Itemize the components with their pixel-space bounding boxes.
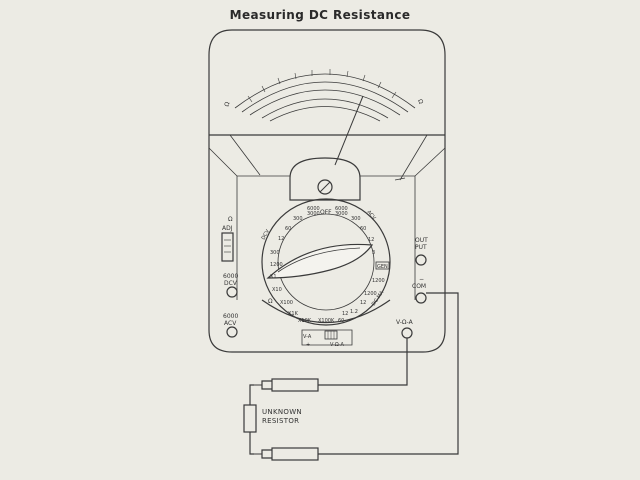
output-bottom-label: PUT — [415, 244, 427, 251]
dial-label-3000: 3000 — [307, 211, 320, 217]
jack-output[interactable] — [415, 254, 427, 266]
dial-outer-ring — [261, 198, 391, 326]
jack-6000-dcv[interactable] — [226, 286, 238, 298]
resistor-wire — [249, 384, 254, 455]
dial-label-x100: X100 — [280, 300, 293, 306]
dial-label-x1: X1 — [270, 274, 277, 280]
jack-dcv-value: 6000 — [223, 273, 238, 280]
dial-label-6000: 6000 — [307, 206, 320, 212]
dial-label-m: 300 — [270, 250, 280, 256]
meter-body — [208, 29, 446, 353]
dial-off: OFF — [320, 209, 332, 216]
com-label: COM — [412, 283, 426, 290]
dial-inner-ring — [277, 213, 375, 311]
vohm-a-label: V-Ω-A — [396, 319, 414, 326]
zero-adjust-screw[interactable] — [317, 179, 333, 195]
resistor-label-1: UNKNOWN — [262, 408, 302, 416]
dial-dcv-arc: DCV — [261, 228, 272, 241]
dial-gen: GEN — [377, 264, 388, 270]
jack-acv-label: ACV — [224, 320, 237, 327]
range-selector-knob[interactable] — [266, 243, 374, 279]
dial-label-b: 60 — [285, 226, 291, 232]
meter-window-sides — [229, 134, 428, 181]
jack-v-ohm-a[interactable] — [401, 327, 413, 339]
resistor-label-2: RESISTOR — [262, 417, 299, 425]
page-title: Measuring DC Resistance — [229, 8, 411, 22]
jack-6000-acv[interactable] — [226, 326, 238, 338]
dial-label-x100k: X100K — [318, 318, 335, 324]
dial-label-c: 12 — [278, 236, 284, 242]
dial-label-f: 12 — [368, 237, 374, 243]
probe-negative[interactable] — [271, 447, 319, 461]
dial-label-3000-r: 3000 — [335, 211, 348, 217]
dial-label-k: 1.2 — [350, 309, 358, 315]
output-top-label: OUT — [415, 237, 428, 244]
vohm-lead-wire — [318, 338, 408, 386]
ohm-adj-label: ADJ — [222, 225, 233, 232]
dial-label-g: 3 — [372, 250, 375, 256]
ohm-adjust-knob[interactable] — [221, 232, 234, 262]
dial-label-x1k: X1K — [288, 311, 299, 317]
com-lead-wire — [318, 292, 459, 455]
jack-acv-value: 6000 — [223, 313, 238, 320]
scale-left-omega: Ω — [223, 101, 231, 108]
ohm-adj-symbol: Ω — [228, 216, 233, 223]
dial-label-l: 1200 — [270, 262, 283, 268]
polarity-left-label: V-A — [303, 334, 312, 340]
dial-label-o: 12 — [342, 311, 348, 317]
unknown-resistor — [243, 404, 257, 433]
dial-label-x10: X10 — [272, 287, 282, 293]
polarity-left-sign: + — [306, 342, 310, 348]
polarity-switch-housing — [261, 299, 391, 323]
dial-label-i: 1200 — [364, 291, 377, 297]
dial-label-d: 300 — [351, 216, 361, 222]
dial-ohm-arc: Ω — [268, 298, 273, 305]
dial-label-j: 12 — [360, 300, 366, 306]
jack-com[interactable] — [415, 292, 427, 304]
dial-label-x10k: X10K — [298, 318, 312, 324]
probe-positive[interactable] — [271, 378, 319, 392]
dial-label-h: 1200 — [372, 278, 385, 284]
dial-labels: 6000 3000 OFF 6000 3000 300 60 12 300 60… — [261, 206, 390, 324]
dial-acv-arc: ACV — [365, 209, 377, 221]
dial-label-a: 300 — [293, 216, 303, 222]
dial-label-6000-r: 6000 — [335, 206, 348, 212]
gen-box — [375, 261, 390, 270]
dial-label-e: 60 — [360, 226, 366, 232]
scale-right-omega: Ω — [416, 98, 424, 105]
jack-dcv-label: DCV — [224, 280, 238, 287]
meter-needle — [334, 95, 364, 166]
pivot-housing — [289, 157, 361, 201]
com-sign: − — [419, 276, 424, 283]
polarity-right-label: V-Ω-A — [330, 342, 345, 348]
meter-scale: Ω Ω — [223, 69, 424, 122]
